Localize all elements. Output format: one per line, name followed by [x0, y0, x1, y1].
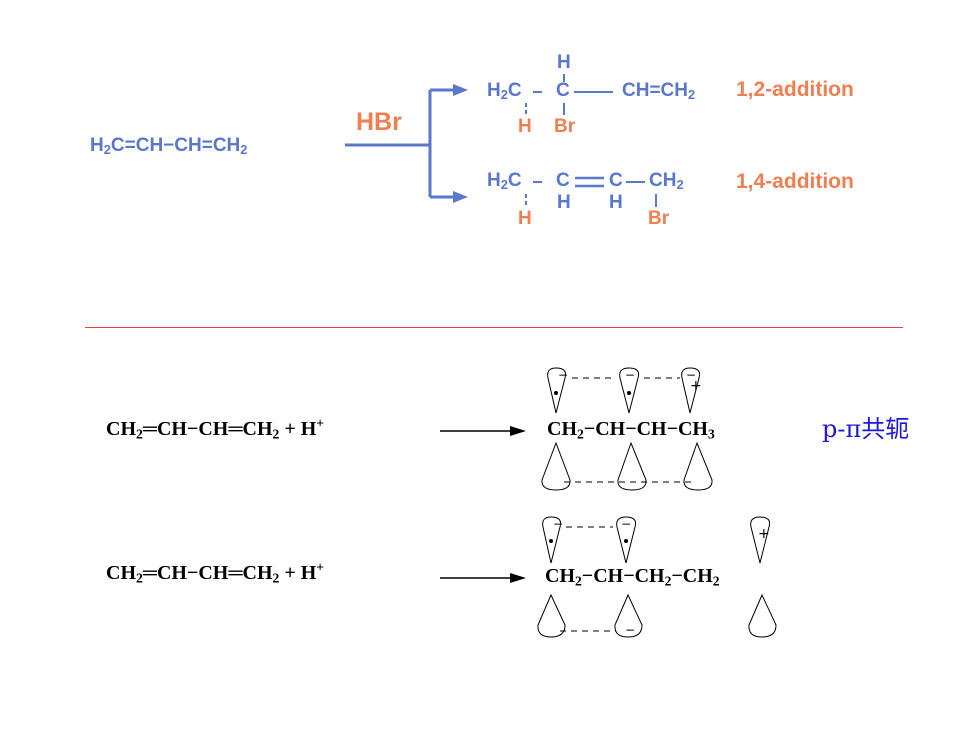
reagent-hbr: HBr	[356, 108, 402, 136]
reaction3-product: CH2−CH−CH2−CH2	[545, 565, 720, 589]
orbital-sign: +	[690, 378, 702, 394]
label-1-4-addition: 1,4-addition	[736, 170, 854, 193]
orbital-sign: +	[758, 526, 770, 542]
orbital-sign: −	[621, 517, 632, 531]
label-1-2-addition: 1,2-addition	[736, 78, 854, 101]
orbital-sign: −	[625, 623, 636, 637]
orbital-sign: −	[686, 368, 697, 382]
p-pi-conjugation-label: p-π共轭	[822, 415, 910, 443]
reaction3-reactant: CH2═CH−CH═CH2 + H+	[106, 559, 325, 586]
divider-line	[85, 327, 903, 328]
reaction2-reactant: CH2═CH−CH═CH2 + H+	[106, 415, 325, 442]
reaction2-product: CH2−CH−CH−CH3	[547, 418, 715, 442]
reactant-butadiene: H2C=CH−CH=CH2	[90, 135, 248, 158]
orbital-sign: −	[625, 368, 636, 382]
orbital-sign: −	[553, 517, 564, 531]
orbital-sign: −	[558, 368, 569, 382]
